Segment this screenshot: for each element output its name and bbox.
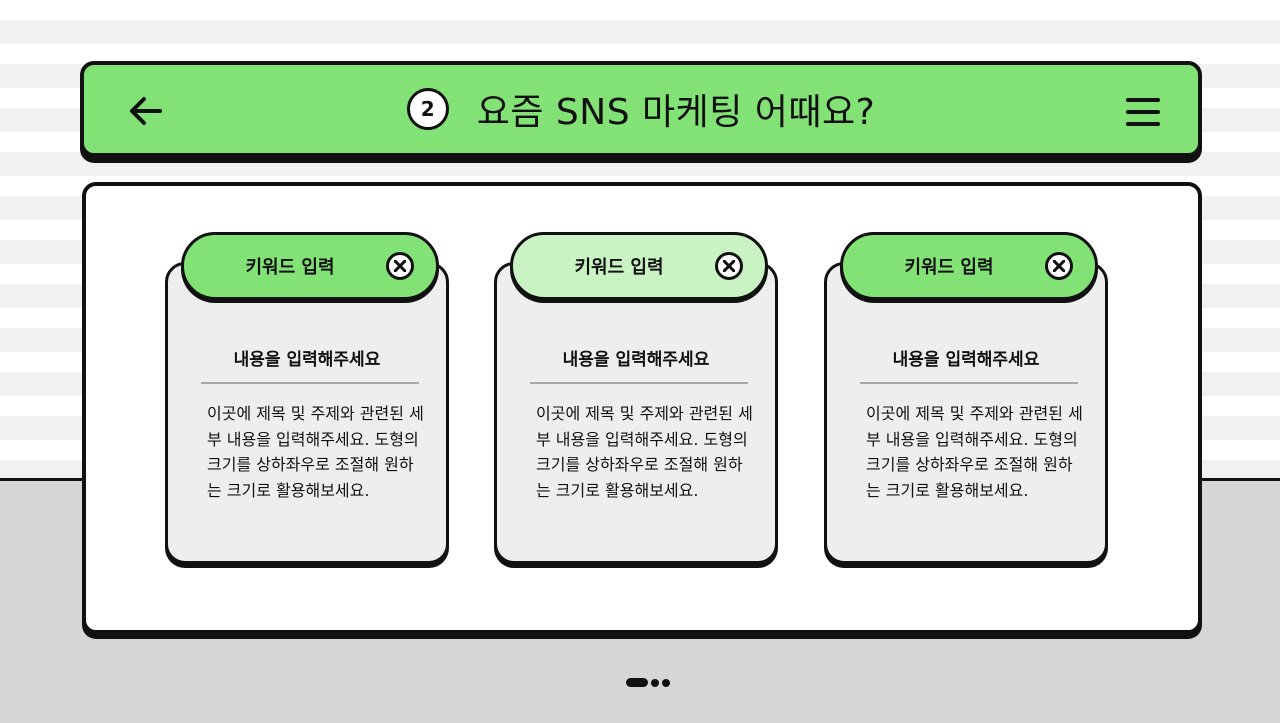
- close-icon[interactable]: [715, 252, 743, 280]
- page-title: 요즘 SNS 마케팅 어때요?: [476, 92, 876, 133]
- card-divider: [530, 382, 748, 384]
- pagination-dot[interactable]: [662, 678, 670, 687]
- close-icon[interactable]: [386, 252, 414, 280]
- arrow-left-icon[interactable]: [128, 95, 164, 127]
- card-heading: 내용을 입력해주세요: [892, 350, 1040, 370]
- card-heading: 내용을 입력해주세요: [562, 350, 710, 370]
- card-divider: [201, 382, 419, 384]
- card-body-text: 이곳에 제목 및 주제와 관련된 세부 내용을 입력해주세요. 도형의 크기를 …: [866, 404, 1083, 500]
- keyword-card-2: 내용을 입력해주세요 이곳에 제목 및 주제와 관련된 세부 내용을 입력해주세…: [494, 262, 778, 564]
- header-bar: 2 요즘 SNS 마케팅 어때요?: [80, 61, 1202, 157]
- pagination-active-indicator[interactable]: [626, 678, 648, 687]
- pagination-dot[interactable]: [651, 678, 659, 687]
- title-group: 2 요즘 SNS 마케팅 어때요?: [84, 65, 1198, 153]
- close-icon[interactable]: [1045, 252, 1073, 280]
- card-heading: 내용을 입력해주세요: [233, 350, 381, 370]
- card-body-text: 이곳에 제목 및 주제와 관련된 세부 내용을 입력해주세요. 도형의 크기를 …: [536, 404, 753, 500]
- keyword-tab-label: 키워드 입력: [245, 257, 335, 278]
- keyword-tab-label: 키워드 입력: [574, 257, 664, 278]
- keyword-tab-3[interactable]: 키워드 입력: [840, 232, 1098, 300]
- step-number-badge: 2: [406, 88, 449, 130]
- card-body-text: 이곳에 제목 및 주제와 관련된 세부 내용을 입력해주세요. 도형의 크기를 …: [207, 404, 424, 500]
- keyword-tab-1[interactable]: 키워드 입력: [181, 232, 439, 300]
- keyword-tab-label: 키워드 입력: [904, 257, 994, 278]
- keyword-card-1: 내용을 입력해주세요 이곳에 제목 및 주제와 관련된 세부 내용을 입력해주세…: [165, 262, 449, 564]
- hamburger-menu-icon[interactable]: [1126, 97, 1160, 127]
- keyword-tab-2[interactable]: 키워드 입력: [510, 232, 768, 300]
- keyword-card-3: 내용을 입력해주세요 이곳에 제목 및 주제와 관련된 세부 내용을 입력해주세…: [824, 262, 1108, 564]
- pagination: [626, 678, 670, 687]
- card-divider: [860, 382, 1078, 384]
